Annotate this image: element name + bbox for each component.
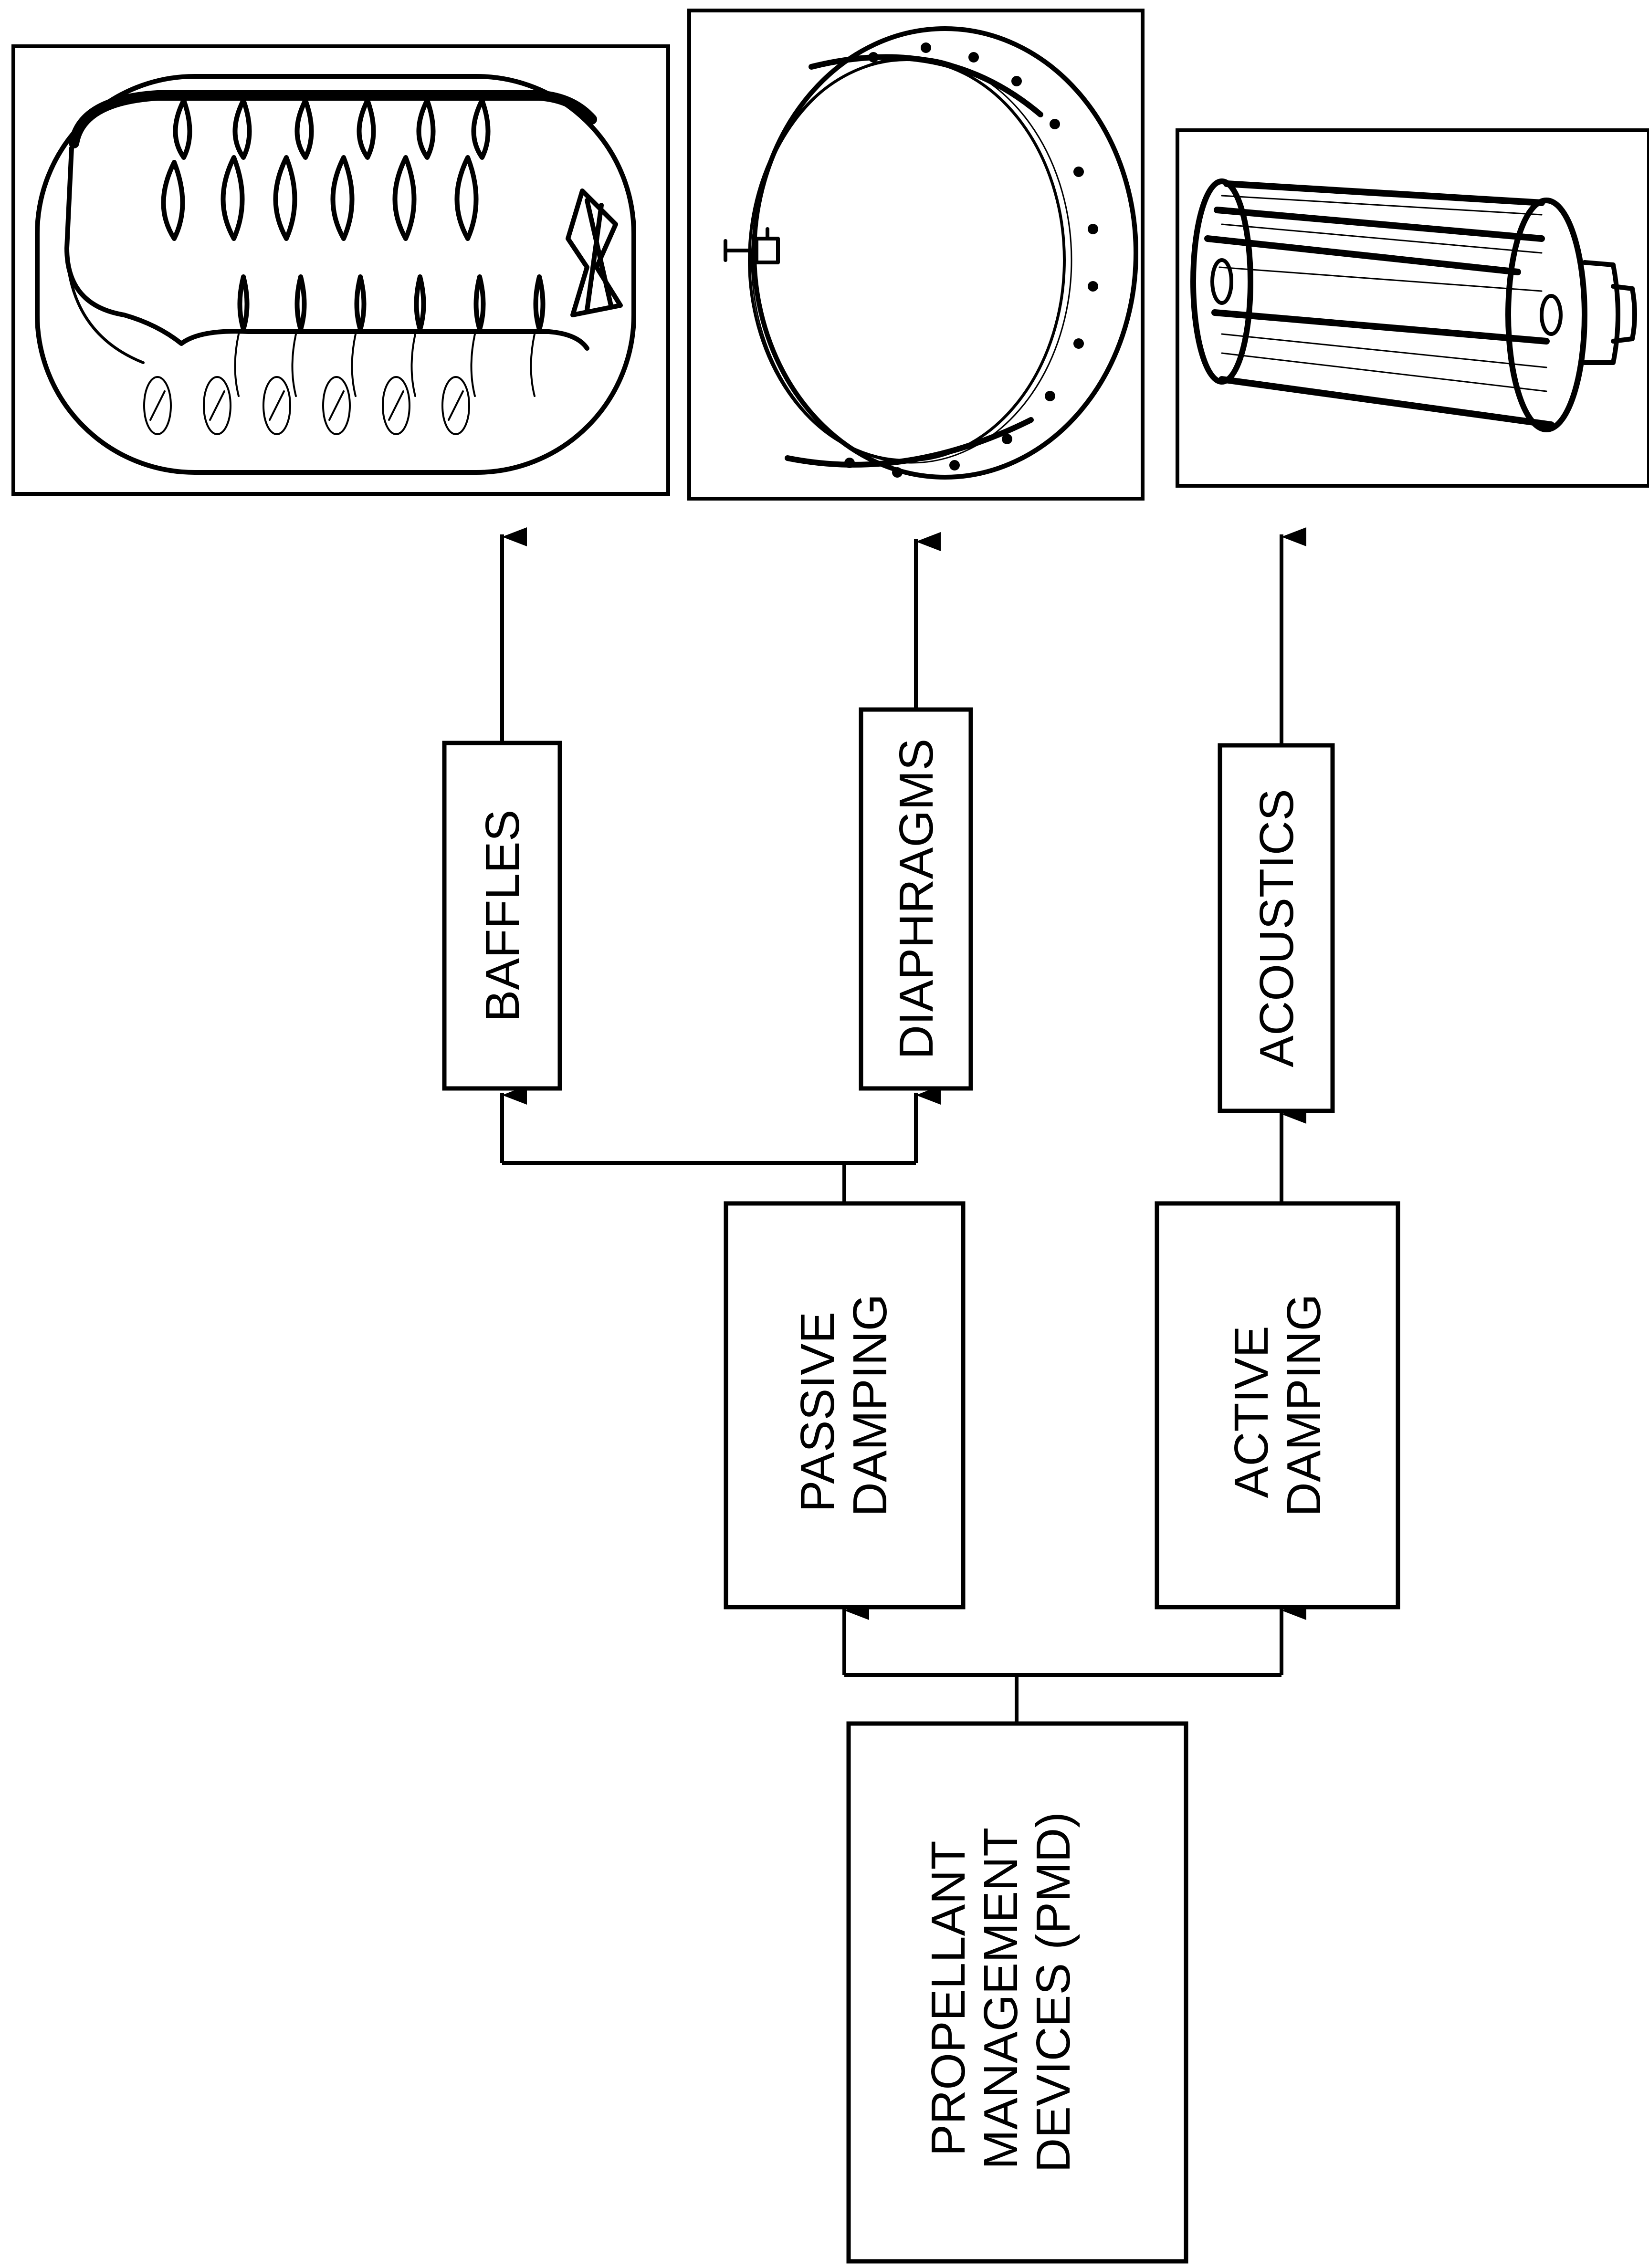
diaphragm-tank-illustration	[687, 9, 1145, 501]
baffle-tank-illustration	[11, 44, 670, 496]
node-baffles-label: BAFFLES	[476, 810, 529, 1022]
node-acoustics-label: ACOUSTICS	[1250, 789, 1303, 1067]
baffle-tank-drawing	[35, 74, 636, 475]
node-passive-label: PASSIVE DAMPING	[791, 1294, 897, 1517]
node-active-damping: ACTIVE DAMPING	[1155, 1201, 1400, 1610]
node-acoustics: ACOUSTICS	[1218, 743, 1335, 1113]
node-pmd: PROPELLANT MANAGEMENT DEVICES (PMD)	[846, 1721, 1188, 2264]
diaphragm-tank-drawing	[724, 26, 1138, 480]
connectors	[500, 527, 1306, 1723]
node-baffles: BAFFLES	[442, 741, 562, 1091]
node-passive-damping: PASSIVE DAMPING	[724, 1201, 966, 1610]
node-active-label: ACTIVE DAMPING	[1225, 1294, 1331, 1517]
node-diaphragms: DIAPHRAGMS	[859, 707, 973, 1091]
node-diaphragms-label: DIAPHRAGMS	[890, 739, 943, 1059]
node-pmd-label: PROPELLANT MANAGEMENT DEVICES (PMD)	[922, 1812, 1080, 2173]
acoustic-device-drawing	[1190, 178, 1637, 432]
acoustic-device-illustration	[1176, 128, 1649, 488]
